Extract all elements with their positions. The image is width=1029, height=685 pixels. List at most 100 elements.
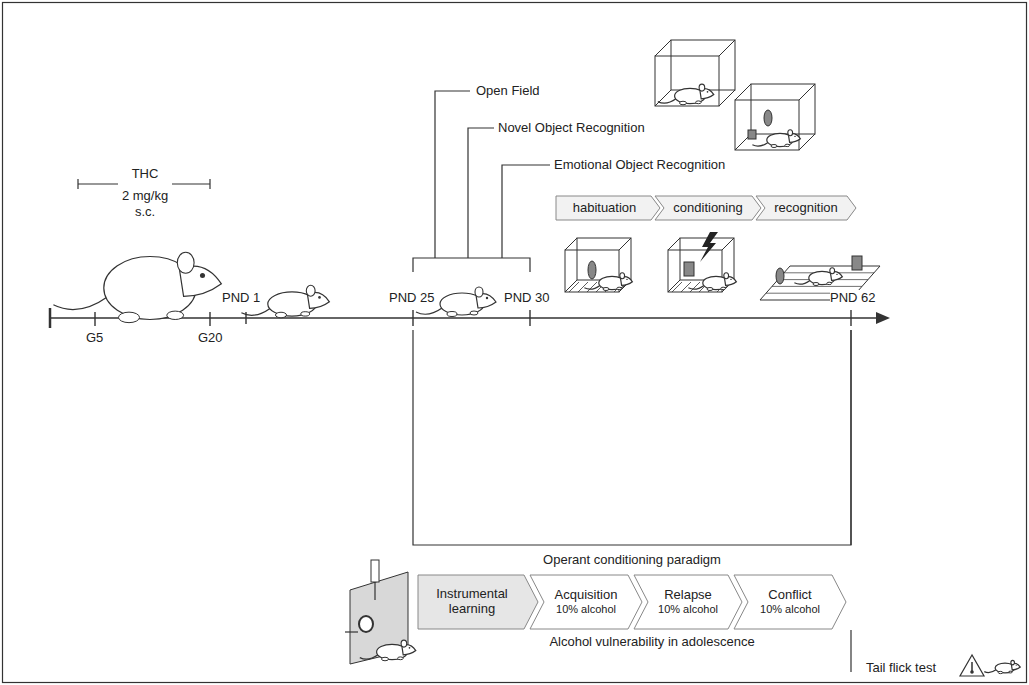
object [588,261,596,279]
object [852,256,862,270]
grid-bar [681,282,691,292]
cube-back [671,40,735,90]
test-box [668,238,734,292]
chevron-shape [418,575,538,629]
chevron-step: Instrumental learning [418,575,538,629]
mouse-leg [827,282,832,284]
mouse-eye [794,136,795,137]
shock-bolt [700,232,718,262]
mouse-ear [620,273,625,279]
chevron-step: habituation [556,196,660,220]
mouse-tail [584,285,600,289]
mouse-eye [707,91,709,93]
chevron-shape [655,196,761,220]
mouse-leg [119,312,140,323]
mouse-tail [984,670,996,673]
mouse-leg [603,288,609,291]
chevron-shape [530,575,642,629]
cube-back [751,84,815,134]
label: THC [132,166,159,182]
step-text: 10% alcohol [760,603,820,616]
cube-edge [799,84,815,100]
dose-bracket [77,179,78,189]
mouse-figure [53,252,221,322]
label: PND 25 [389,290,435,306]
mouse-eye [486,297,488,299]
step-text: habituation [573,201,637,216]
mouse-leg [470,311,478,315]
mouse-figure [688,273,736,291]
object [748,130,756,139]
mouse-leg [707,288,713,291]
mouse-tail [416,308,442,314]
mouse-leg [617,287,622,289]
cube-edge [719,90,735,106]
leader-line [850,630,851,672]
mouse-figure [360,640,416,661]
chevron-shape [556,196,660,220]
bottle-spout [374,582,375,600]
chevron-step: Acquisition10% alcohol [530,575,642,629]
chevron-step: conditioning [655,196,761,220]
mouse-leg [382,657,389,661]
mouse-leg [696,101,702,104]
timeline-arrowhead [876,312,890,324]
dose-bracket [172,183,210,184]
mouse-ear [177,252,194,273]
chevron-step: Conflict10% alcohol [734,575,846,629]
mouse-leg [813,283,819,286]
mouse-ear [830,268,835,274]
bracket [413,258,530,272]
mouse-eye [409,647,411,649]
thermometer-bulb [970,670,974,674]
cube-back [577,238,631,280]
label: PND 62 [830,290,876,306]
cube-edge [722,238,734,250]
mouse-eye [626,279,627,280]
cube-edge [565,238,577,250]
mouse-ear [306,285,315,296]
grid-bar [587,282,597,292]
label: Open Field [476,83,540,99]
cube-edge [619,238,631,250]
step-text: recognition [774,201,838,216]
mouse-tail [658,99,676,103]
operant-panel [350,572,408,664]
label: PND 30 [504,290,550,306]
chevron-shape [756,196,856,220]
mouse-tail [688,285,704,289]
grid-bar [672,282,682,292]
leader-line [468,128,494,258]
warning-triangle [960,655,984,676]
cube-edge [655,40,671,56]
mouse-figure [794,268,842,286]
chevron-shape [634,575,742,629]
mouse-figure [984,660,1020,673]
label: G20 [198,330,223,346]
mouse-leg [447,312,457,317]
mouse-tail [53,296,108,309]
mouse-eye [730,279,731,280]
chevron-shape [734,575,846,629]
chevron-step: Relapse10% alcohol [634,575,742,629]
object [684,262,694,276]
mouse-eye [836,274,837,275]
leader-line [435,91,470,258]
label: Operant conditioning paradigm [543,552,721,568]
mouse-leg [1009,671,1013,673]
mouse-leg [721,287,726,289]
label: G5 [86,330,103,346]
label: PND 1 [222,290,260,306]
object [764,110,772,126]
mouse-leg [998,671,1003,673]
cube-edge [668,238,680,250]
mouse-ear [699,84,705,91]
step-text: Relapse [664,588,712,603]
mouse-tail [794,280,810,284]
step-text: Instrumental learning [424,587,520,617]
object-box [735,84,815,150]
mouse-leg [301,312,310,316]
lever [345,631,358,632]
label: Tail flick test [866,660,936,676]
tick [850,310,851,326]
